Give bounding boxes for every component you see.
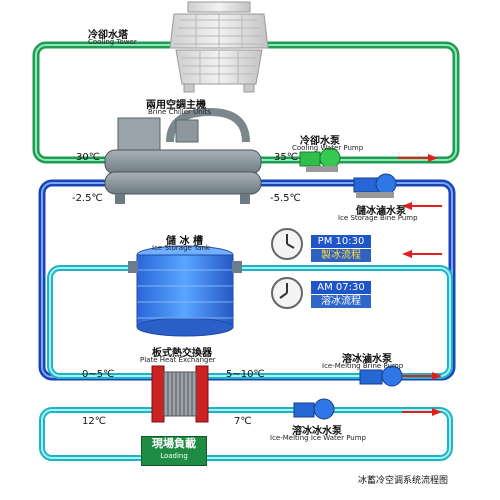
cooling-water-pump [299, 147, 341, 172]
plate-heat-exchanger [151, 365, 209, 423]
brine-chiller-unit [104, 107, 262, 204]
temp-minus-5-5: -5.5℃ [270, 193, 301, 204]
cooling-water-pump-label: 冷卻水泵 [300, 136, 340, 147]
chiller-label-en: Brine Chiller Units [148, 108, 212, 116]
ice-storage-brine-pump-label-en: Ice Storage Bine Pump [338, 214, 418, 222]
chiller-label: 兩用空調主機 [146, 100, 206, 111]
pm-time-panel: PM 10:30 [311, 235, 371, 248]
ice-melting-mode-panel: 溶冰流程 [311, 295, 371, 308]
site-load-label-en: Loading [160, 452, 188, 460]
temp-30: 30℃ [76, 152, 100, 163]
site-load-box: 現場負載 Loading [141, 436, 207, 466]
ice-melting-brine-pump-label-en: Ice-Melting Brine Pump [322, 362, 404, 370]
ice-making-mode-panel: 製冰流程 [311, 249, 371, 262]
site-load-label: 現場負載 [152, 437, 196, 450]
ice-melting-brine-pump [359, 365, 403, 387]
ice-storage-brine-pump-label: 儲冰滷水泵 [356, 206, 406, 217]
ice-storage-tank-label: 儲 冰 槽 [166, 236, 203, 247]
flow-arrows [398, 154, 442, 416]
temp-minus-2-5: -2.5℃ [72, 193, 103, 204]
plate-heat-exchanger-label: 板式熱交換器 [152, 348, 212, 359]
ice-melting-ice-water-pump-label: 溶冰冰水泵 [292, 426, 342, 437]
cooling-tower-label-en: Cooling Tower [88, 38, 137, 46]
ice-melting-ice-water-pump-label-en: Ice-Melting Ice Water Pump [270, 434, 366, 442]
ice-storage-tank [128, 245, 242, 337]
cooling-tower [169, 1, 269, 93]
ice-storage-tank-label-en: Ice Storage Tank [152, 244, 210, 252]
temp-7: 7℃ [234, 416, 252, 427]
ice-melting-brine-pump-label: 溶冰滷水泵 [342, 354, 392, 365]
temp-12: 12℃ [82, 416, 106, 427]
temp-0-5: 0~5℃ [82, 369, 115, 380]
ice-storage-brine-pump [353, 173, 397, 198]
cooling-water-pump-label-en: Cooling Water Pump [292, 144, 364, 152]
plate-heat-exchanger-label-en: Plate Heat Exchanger [140, 356, 216, 364]
ice-melting-ice-water-pump [293, 398, 335, 420]
clock-am-icon [271, 277, 303, 309]
temp-5-10: 5~10℃ [226, 369, 265, 380]
cooling-tower-label: 冷卻水塔 [88, 30, 128, 41]
diagram-caption: 冰蓄冷空调系统流程图 [357, 476, 448, 486]
am-time-panel: AM 07:30 [311, 281, 371, 294]
temp-35: 35℃ [274, 152, 298, 163]
clock-pm-icon [271, 228, 303, 260]
